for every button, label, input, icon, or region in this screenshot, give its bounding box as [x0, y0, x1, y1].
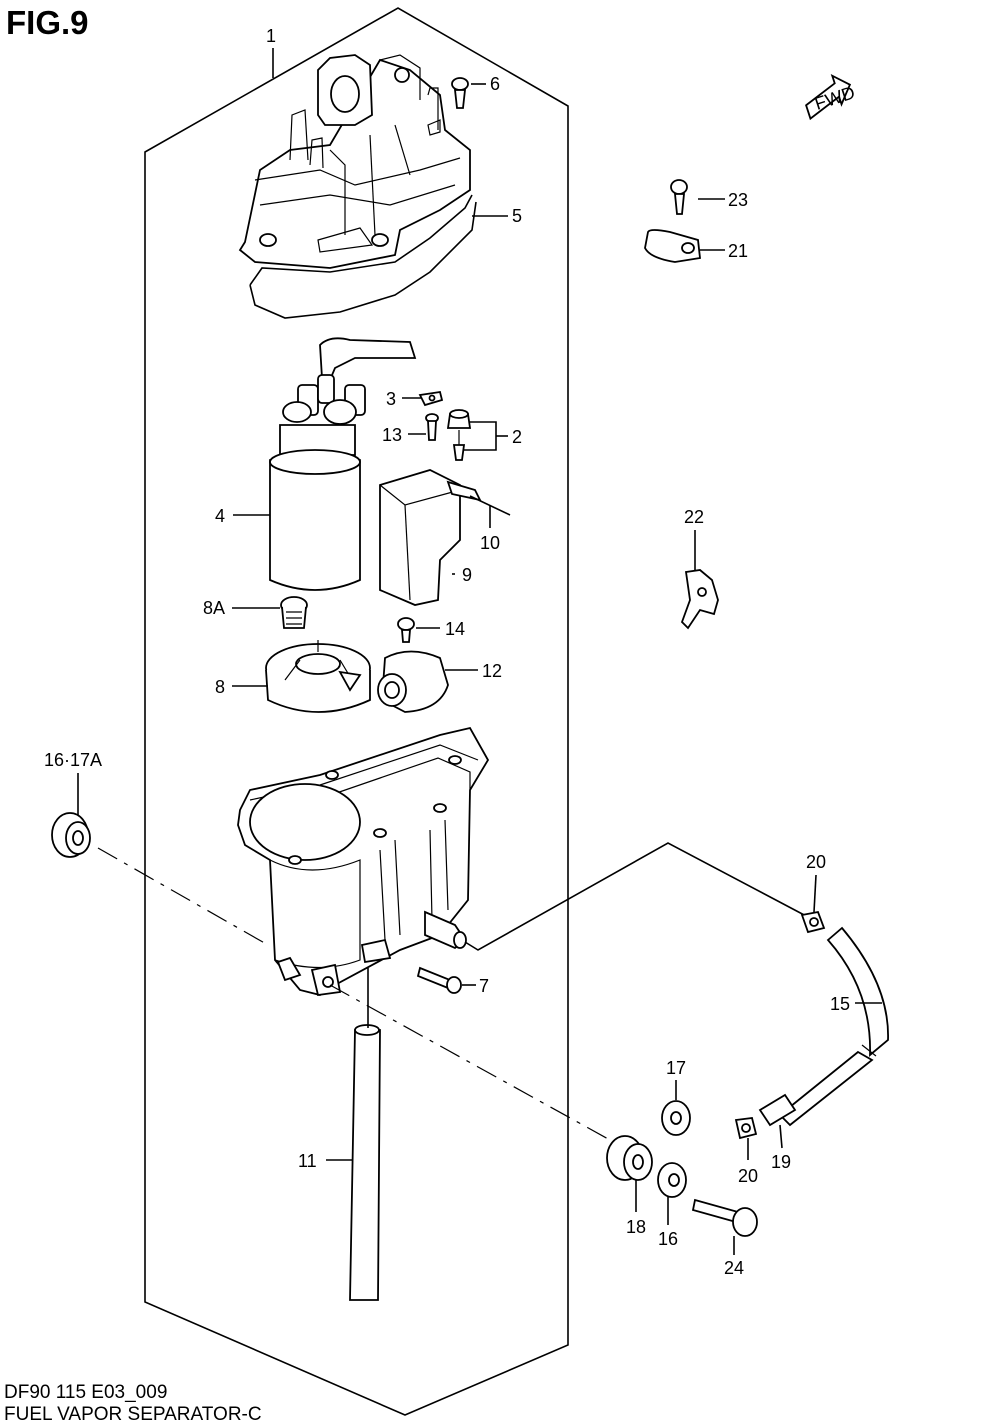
separator-housing: [237, 726, 490, 997]
callout-1: 1: [266, 26, 276, 46]
callout-9: 9: [462, 565, 472, 585]
fuel-pump-4: [269, 337, 417, 591]
clamp-21: [644, 229, 701, 263]
callout-17: 17: [666, 1058, 686, 1078]
grommet-18: [606, 1135, 653, 1181]
callout-24: 24: [724, 1258, 744, 1278]
callout-22: 22: [684, 507, 704, 527]
callout-19: 19: [771, 1152, 791, 1172]
clip-22: [680, 569, 719, 630]
callout-3: 3: [386, 389, 396, 409]
callout-20-bottom: 20: [738, 1166, 758, 1186]
separator-cover: [238, 54, 471, 269]
pump-bracket-8: [265, 640, 371, 713]
leader-lines: [77, 48, 882, 1255]
fitting-19: [758, 1093, 797, 1127]
callout-4: 4: [215, 506, 225, 526]
bolt-7: [416, 966, 462, 994]
callout-2: 2: [512, 427, 522, 447]
screw-13: [425, 413, 439, 441]
screw-6: [451, 77, 469, 109]
hose-11: [349, 968, 381, 1301]
callout-8a: 8A: [203, 598, 225, 618]
callout-16-17a: 16·17A: [44, 750, 102, 770]
callout-7: 7: [479, 976, 489, 996]
callout-18: 18: [626, 1217, 646, 1237]
callout-6: 6: [490, 74, 500, 94]
screw-14: [397, 617, 415, 643]
callout-10: 10: [480, 533, 500, 553]
assembly-outline: [144, 7, 569, 1416]
washer-17: [661, 1100, 691, 1136]
gasket-5: [249, 194, 477, 319]
hose-15: [778, 926, 889, 1127]
alignment-line-right: [329, 984, 611, 1141]
callout-23: 23: [728, 190, 748, 210]
callout-11: 11: [298, 1151, 317, 1171]
callout-12: 12: [482, 661, 502, 681]
callout-8: 8: [215, 677, 225, 697]
filter-8a: [280, 596, 308, 629]
callout-20-top: 20: [806, 852, 826, 872]
pressure-regulator-12: [377, 650, 449, 713]
fitting-2: [446, 409, 472, 461]
callout-15: 15: [830, 994, 850, 1014]
figure-code: DF90 115 E03_009: [4, 1382, 168, 1403]
callout-16: 16: [658, 1229, 678, 1249]
fuel-line-route: [464, 842, 809, 951]
grommet-16-17a: [51, 812, 91, 858]
clamp-20-bottom: [734, 1117, 758, 1140]
clamp-20-top: [800, 910, 826, 934]
clip-3: [418, 390, 444, 407]
callout-13: 13: [382, 425, 402, 445]
washer-16: [657, 1162, 687, 1198]
callout-21: 21: [728, 241, 748, 261]
alignment-line-left: [97, 847, 269, 946]
callout-5: 5: [512, 206, 522, 226]
fwd-arrow-icon: FWD: [805, 73, 857, 121]
fwd-label: FWD: [812, 82, 857, 114]
bolt-24: [691, 1198, 758, 1237]
bolt-23: [670, 179, 688, 215]
callout-14: 14: [445, 619, 465, 639]
figure-title: FIG.9: [6, 4, 89, 41]
figure-name: FUEL VAPOR SEPARATOR-C: [4, 1404, 262, 1425]
